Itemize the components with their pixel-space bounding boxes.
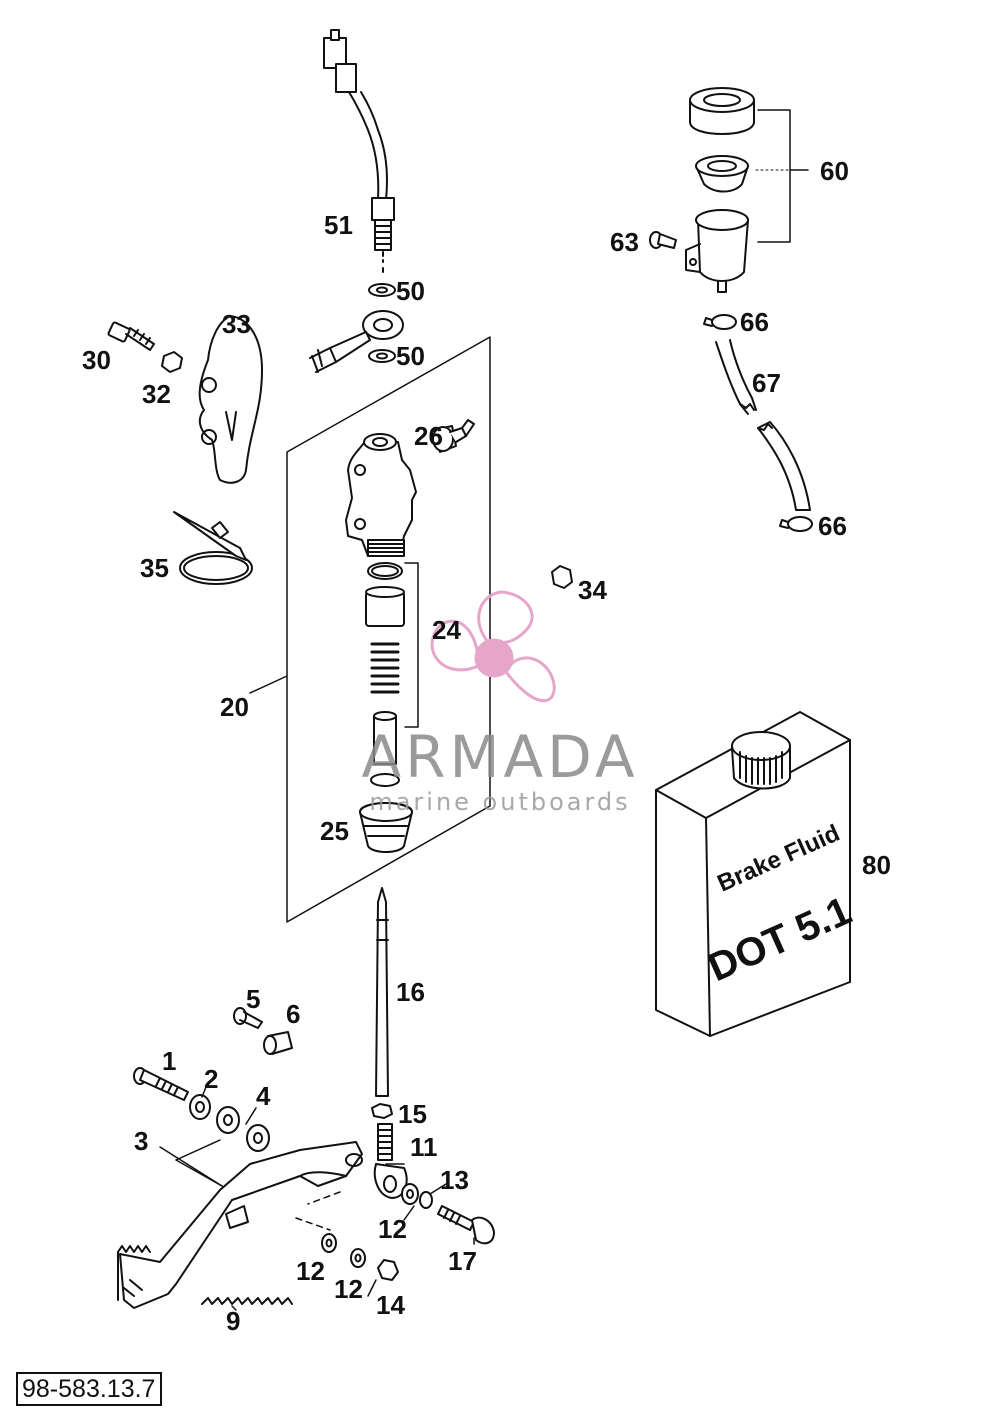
- bushing-part-6: [263, 1031, 293, 1055]
- callout-1: 1: [162, 1046, 177, 1076]
- leader-line: [249, 675, 288, 694]
- callout-66: 66: [740, 307, 769, 337]
- callout-30: 30: [82, 345, 111, 375]
- brake-pedal-part-3: [117, 1141, 363, 1309]
- callout-51: 51: [324, 210, 353, 240]
- callout-34: 34: [578, 575, 607, 605]
- callout-24: 24: [432, 615, 461, 645]
- brake-hose-part-67: [715, 339, 811, 511]
- callout-60: 60: [820, 156, 849, 186]
- bracket-24: [404, 562, 419, 728]
- heel-guard-part-33: [198, 315, 263, 484]
- callout-12: 12: [334, 1274, 363, 1304]
- copper-washer-part-50: [368, 349, 396, 363]
- bolt-part-17: [437, 1205, 495, 1245]
- banjo-hose-fitting: [309, 310, 404, 373]
- push-rod-part-16: [375, 887, 389, 1097]
- callout-32: 32: [142, 379, 171, 409]
- washer-part-12: [321, 1233, 337, 1253]
- callout-33: 33: [222, 309, 251, 339]
- hose-clamp-part-66: [711, 314, 737, 330]
- boot-part-25: [359, 802, 413, 853]
- elbow-fitting-part-26: [432, 419, 475, 453]
- brake-fluid-can-part-80: [655, 711, 851, 1037]
- callout-15: 15: [398, 1099, 427, 1129]
- callout-6: 6: [286, 999, 301, 1029]
- nut-part-32: [161, 351, 183, 373]
- nut-part-14: [377, 1259, 399, 1281]
- reservoir-diaphragm-part-60: [695, 155, 749, 193]
- reference-number: 98-583.13.7: [16, 1372, 163, 1406]
- leader-line: [175, 1139, 223, 1187]
- callout-9: 9: [226, 1306, 241, 1336]
- callout-17: 17: [448, 1246, 477, 1276]
- callout-50: 50: [396, 276, 425, 306]
- screw-part-63: [649, 231, 677, 249]
- callout-13: 13: [440, 1165, 469, 1195]
- watermark-name: ARMADA: [361, 723, 639, 791]
- watermark: ARMADA marine outboards: [345, 728, 655, 816]
- callout-66: 66: [818, 511, 847, 541]
- washer-part-2: [189, 1094, 211, 1120]
- callout-12: 12: [378, 1214, 407, 1244]
- callout-4: 4: [256, 1081, 271, 1111]
- hose-clamp-part-66: [787, 516, 813, 532]
- callout-20: 20: [220, 692, 249, 722]
- bolt-part-1: [133, 1067, 189, 1101]
- callout-3: 3: [134, 1126, 149, 1156]
- callout-2: 2: [204, 1064, 219, 1094]
- clevis-part-11: [373, 1123, 408, 1199]
- callout-50: 50: [396, 341, 425, 371]
- callout-14: 14: [376, 1290, 405, 1320]
- copper-washer-part-50: [368, 283, 396, 297]
- washer-part-12: [350, 1248, 366, 1268]
- callout-35: 35: [140, 553, 169, 583]
- screw-part-5: [233, 1007, 263, 1029]
- callout-12: 12: [296, 1256, 325, 1286]
- callout-26: 26: [414, 421, 443, 451]
- callout-25: 25: [320, 816, 349, 846]
- bolt-part-30: [107, 321, 155, 351]
- master-cylinder-body: [345, 433, 417, 557]
- armada-logo-icon: [430, 590, 556, 703]
- watermark-tagline: marine outboards: [369, 788, 631, 816]
- bushing-part-4: [216, 1106, 270, 1152]
- callout-63: 63: [610, 227, 639, 257]
- callout-80: 80: [862, 850, 891, 880]
- piston-kit-part-24: [365, 562, 405, 787]
- cable-tie-part-35: [173, 511, 253, 585]
- washer-part-12: [401, 1183, 419, 1205]
- reservoir-cap-part-60: [689, 87, 755, 135]
- lock-washer-part-13: [419, 1191, 433, 1209]
- leader-line: [295, 1191, 341, 1231]
- bracket-60: [757, 109, 809, 243]
- nut-part-15: [371, 1103, 393, 1119]
- reservoir-body-part-60: [685, 209, 749, 293]
- callout-16: 16: [396, 977, 425, 1007]
- callout-5: 5: [246, 984, 261, 1014]
- assembly-frame-20: [286, 336, 491, 923]
- spring-part-9: [201, 1297, 293, 1305]
- brake-light-switch-part-51: [323, 29, 395, 251]
- callout-11: 11: [410, 1132, 438, 1162]
- nut-part-34: [551, 565, 573, 589]
- callout-67: 67: [752, 368, 781, 398]
